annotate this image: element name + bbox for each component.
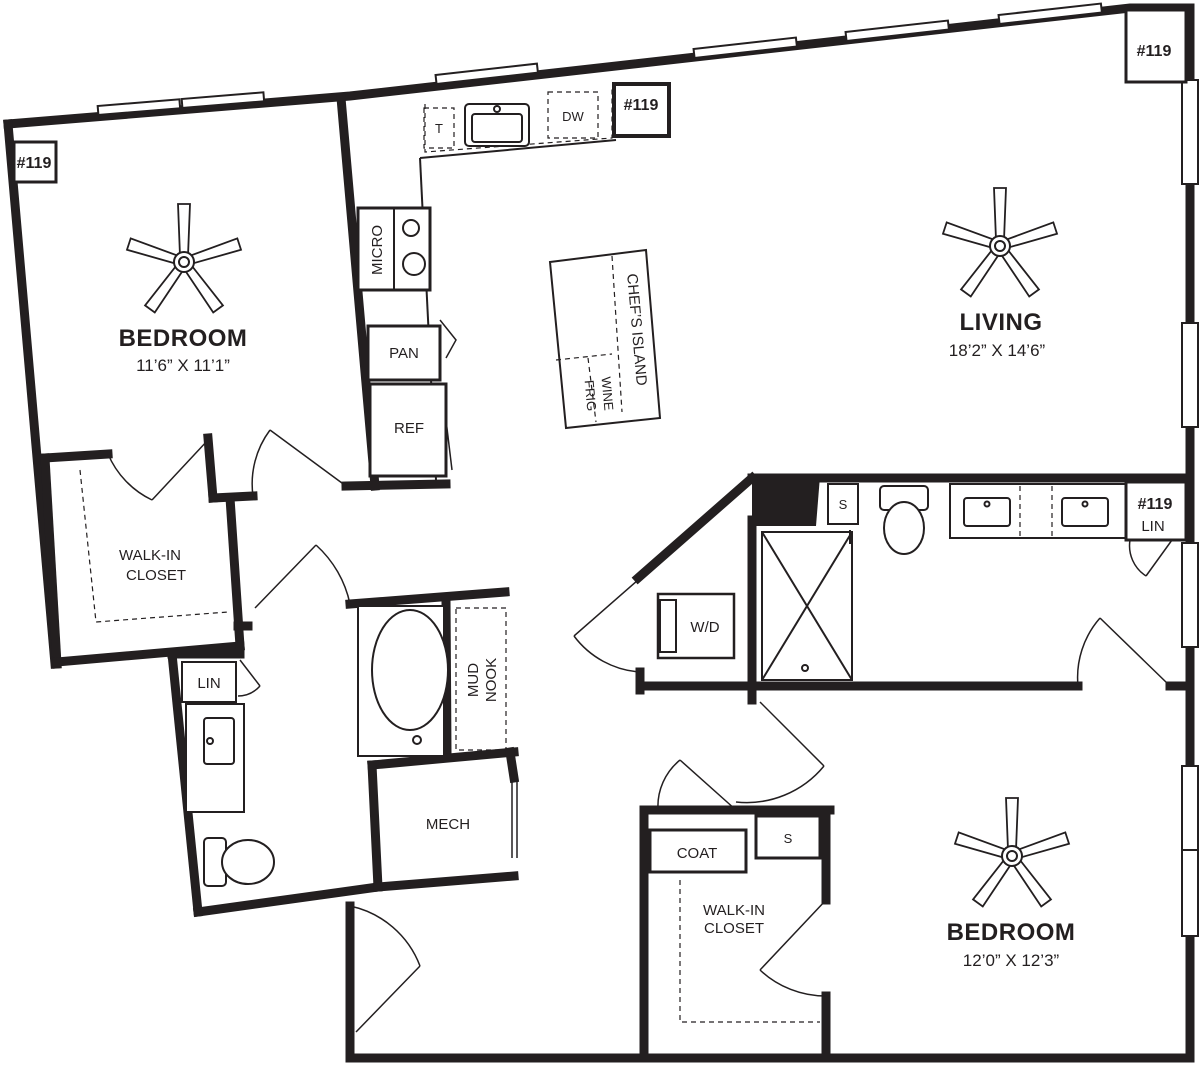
sink-icon: [963, 497, 1011, 527]
mud-label: MUD: [465, 663, 482, 697]
t-label: T: [435, 121, 443, 136]
unit-tag-kitchen: #119: [624, 97, 659, 114]
ref-label: REF: [394, 420, 424, 437]
sink-icon: [464, 103, 530, 147]
chefs-island: CHEF’S ISLAND WINE FRIG: [548, 248, 662, 430]
storage-2-label: S: [784, 831, 793, 846]
chefs-island-label: CHEF’S ISLAND: [623, 273, 650, 387]
micro-label: MICRO: [369, 225, 386, 275]
windows: [96, 2, 1199, 937]
ceiling-fan-icon: [125, 203, 243, 314]
wine-label: WINE: [599, 376, 617, 411]
doors: [107, 319, 1173, 1033]
living-name: LIVING: [959, 309, 1042, 336]
walk-in-closet-1: WALK-IN CLOSET: [79, 469, 229, 623]
shower-icon: [761, 530, 853, 681]
kitchen: T DW #119 MICRO PAN REF: [356, 82, 671, 481]
bedroom-2-name: BEDROOM: [947, 919, 1076, 946]
unit-tag-bedroom: #119: [17, 155, 52, 172]
sink-icon: [203, 717, 235, 765]
walk-in-closet-2-line1: WALK-IN: [703, 902, 765, 919]
bedroom-2: COAT S WALK-IN CLOSET BEDROOM 12’0” X 12…: [648, 797, 1076, 1023]
wd-label: W/D: [690, 619, 719, 636]
storage-1-label: S: [839, 497, 848, 512]
walk-in-closet-1-line2: CLOSET: [126, 567, 186, 584]
ceiling-fan-icon: [953, 797, 1071, 908]
dw-label: DW: [562, 109, 584, 124]
linen-2-label: LIN: [1141, 518, 1164, 535]
bedroom-1: #119 BEDROOM 11’6” X 11’1”: [12, 140, 248, 375]
coat-label: COAT: [677, 845, 718, 862]
unit-tag-bath: #119: [1138, 496, 1173, 513]
bedroom-2-dims: 12’0” X 12’3”: [963, 951, 1060, 970]
toilet-icon: [879, 485, 929, 555]
nook-label: NOOK: [483, 658, 500, 702]
sink-icon: [1061, 497, 1109, 527]
living: #119 LIVING 18’2” X 14’6”: [941, 8, 1188, 360]
walk-in-closet-2-line2: CLOSET: [704, 920, 764, 937]
cooktop-icon: [402, 219, 426, 276]
hall-bath: S #119 LIN W/D: [656, 480, 1188, 681]
mech-label: MECH: [426, 816, 470, 833]
linen-1-label: LIN: [197, 675, 220, 692]
living-dims: 18’2” X 14’6”: [949, 341, 1046, 360]
bedroom-1-dims: 11’6” X 11’1”: [136, 356, 230, 375]
bath-1: LIN MUD NOOK MECH: [181, 605, 507, 887]
toilet-icon: [203, 837, 275, 887]
walk-in-closet-1-line1: WALK-IN: [119, 547, 181, 564]
bathtub-icon: [357, 605, 449, 757]
bedroom-1-name: BEDROOM: [119, 325, 248, 352]
interior-walls: [40, 93, 1195, 1063]
ceiling-fan-icon: [941, 187, 1059, 298]
frig-label: FRIG: [582, 379, 600, 411]
pantry-label: PAN: [389, 345, 419, 362]
unit-tag-living: #119: [1137, 43, 1172, 60]
